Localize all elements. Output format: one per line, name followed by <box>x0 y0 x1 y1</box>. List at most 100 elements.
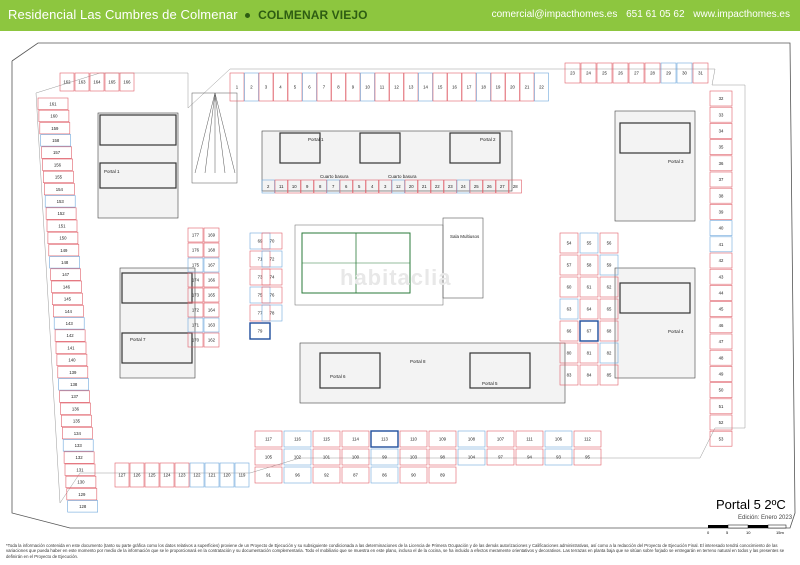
parking-space[interactable]: 139 <box>57 366 89 379</box>
parking-space[interactable]: 54 <box>559 232 579 254</box>
parking-space[interactable]: 6 <box>302 72 317 102</box>
parking-space[interactable]: 135 <box>61 414 92 428</box>
parking-space[interactable]: 27 <box>495 179 509 194</box>
parking-space[interactable]: 160 <box>38 109 70 122</box>
parking-space[interactable]: 47 <box>709 333 733 350</box>
parking-space[interactable]: 101 <box>312 448 341 466</box>
parking-space[interactable]: 155 <box>43 170 74 183</box>
parking-space[interactable]: 66 <box>559 320 579 342</box>
parking-space[interactable]: 157 <box>41 146 72 159</box>
parking-space[interactable]: 153 <box>44 195 76 208</box>
parking-space[interactable]: 174 <box>187 272 204 288</box>
parking-space[interactable]: 165 <box>104 72 120 92</box>
parking-space[interactable]: 133 <box>62 439 94 452</box>
parking-space[interactable]: 106 <box>544 430 573 448</box>
parking-space[interactable]: 50 <box>709 382 733 398</box>
parking-space[interactable]: 169 <box>203 227 220 243</box>
parking-space[interactable]: 130 <box>65 475 97 489</box>
parking-space[interactable]: 145 <box>52 292 83 306</box>
parking-space[interactable]: 142 <box>54 329 86 342</box>
parking-space[interactable]: 102 <box>283 448 312 466</box>
parking-space[interactable]: 137 <box>59 390 90 403</box>
parking-space[interactable]: 100 <box>341 448 370 466</box>
parking-space[interactable]: 156 <box>42 158 73 171</box>
parking-space[interactable]: 86 <box>370 466 399 484</box>
parking-space[interactable]: 148 <box>49 256 81 269</box>
parking-space[interactable]: 32 <box>709 90 733 107</box>
parking-space[interactable]: 85 <box>599 364 619 386</box>
parking-space[interactable]: 173 <box>187 287 204 303</box>
parking-space[interactable]: 67 <box>579 320 599 342</box>
parking-space[interactable]: 79 <box>249 322 271 340</box>
parking-space[interactable]: 71 <box>249 250 271 268</box>
parking-space[interactable]: 171 <box>187 317 204 333</box>
parking-space[interactable]: 129 <box>66 488 98 501</box>
parking-space[interactable]: 28 <box>644 62 661 84</box>
parking-space[interactable]: 43 <box>709 268 733 285</box>
parking-space[interactable]: 6 <box>339 179 353 194</box>
parking-space[interactable]: 82 <box>599 342 619 364</box>
parking-space[interactable]: 16 <box>447 72 462 102</box>
parking-space[interactable]: 149 <box>48 244 80 257</box>
parking-space[interactable]: 40 <box>709 220 733 236</box>
parking-space[interactable]: 72 <box>261 250 283 268</box>
parking-space[interactable]: 2 <box>261 179 275 194</box>
parking-space[interactable]: 22 <box>534 72 549 102</box>
parking-space[interactable]: 35 <box>709 139 733 155</box>
parking-space[interactable]: 68 <box>599 320 619 342</box>
parking-space[interactable]: 83 <box>559 364 579 386</box>
parking-space[interactable]: 57 <box>559 254 579 276</box>
parking-space[interactable]: 10 <box>360 72 375 102</box>
parking-space[interactable]: 20 <box>505 72 520 102</box>
parking-space[interactable]: 38 <box>709 187 733 204</box>
parking-space[interactable]: 14 <box>418 72 433 102</box>
parking-space[interactable]: 42 <box>709 252 733 269</box>
parking-space[interactable]: 13 <box>403 72 419 102</box>
parking-space[interactable]: 30 <box>676 62 693 84</box>
parking-space[interactable]: 154 <box>43 183 75 196</box>
parking-space[interactable]: 1 <box>229 72 245 102</box>
parking-space[interactable]: 15 <box>432 72 448 102</box>
parking-space[interactable]: 96 <box>283 466 312 484</box>
parking-space[interactable]: 26 <box>612 62 629 84</box>
parking-space[interactable]: 94 <box>515 448 544 466</box>
parking-space[interactable]: 150 <box>47 231 79 244</box>
parking-space[interactable]: 93 <box>544 448 573 466</box>
parking-space[interactable]: 138 <box>58 378 90 391</box>
parking-space[interactable]: 45 <box>709 301 733 317</box>
parking-space[interactable]: 127 <box>114 462 130 488</box>
parking-space[interactable]: 25 <box>596 62 613 84</box>
parking-space[interactable]: 164 <box>89 72 105 92</box>
parking-space[interactable]: 34 <box>709 123 733 139</box>
parking-space[interactable]: 104 <box>457 448 486 466</box>
parking-space[interactable]: 87 <box>341 466 370 484</box>
parking-space[interactable]: 109 <box>428 430 457 448</box>
parking-space[interactable]: 39 <box>709 204 733 220</box>
parking-space[interactable]: 162 <box>59 72 75 92</box>
parking-space[interactable]: 170 <box>187 332 204 348</box>
parking-space[interactable]: 23 <box>564 62 581 84</box>
parking-space[interactable]: 128 <box>67 500 98 513</box>
parking-space[interactable]: 97 <box>486 448 515 466</box>
parking-space[interactable]: 48 <box>709 349 733 366</box>
parking-space[interactable]: 49 <box>709 366 733 382</box>
parking-space[interactable]: 51 <box>709 398 733 415</box>
parking-space[interactable]: 134 <box>61 427 93 440</box>
parking-space[interactable]: 4 <box>273 72 288 102</box>
parking-space[interactable]: 56 <box>599 232 619 254</box>
parking-space[interactable]: 31 <box>692 62 709 84</box>
parking-space[interactable]: 167 <box>203 257 220 273</box>
parking-space[interactable]: 98 <box>428 448 457 466</box>
parking-space[interactable]: 7 <box>326 179 340 194</box>
parking-space[interactable]: 3 <box>378 179 392 194</box>
parking-space[interactable]: 90 <box>399 466 428 484</box>
contact-website[interactable]: www.impacthomes.es <box>693 9 790 20</box>
parking-space[interactable]: 5 <box>352 179 366 194</box>
parking-space[interactable]: 7 <box>316 72 332 102</box>
parking-space[interactable]: 113 <box>370 430 399 448</box>
parking-space[interactable]: 18 <box>476 72 491 102</box>
parking-space[interactable]: 172 <box>187 302 204 318</box>
parking-space[interactable]: 103 <box>399 448 428 466</box>
parking-space[interactable]: 2 <box>244 72 259 102</box>
parking-space[interactable]: 124 <box>159 462 175 488</box>
